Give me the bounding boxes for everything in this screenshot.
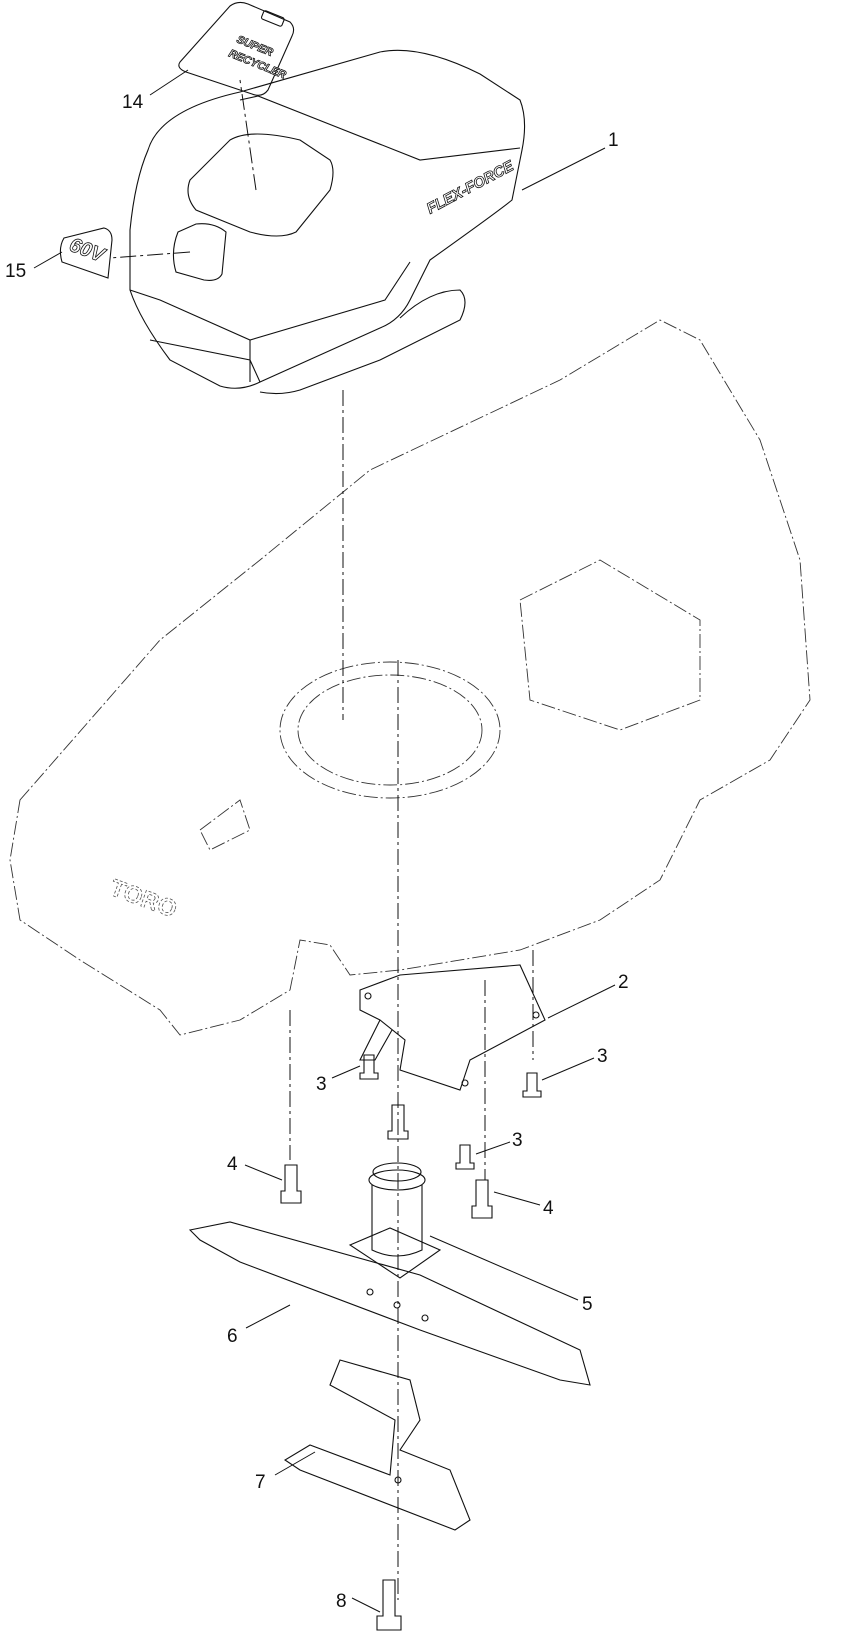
- bolts: [280, 1054, 542, 1219]
- callout-8: 8: [336, 1591, 347, 1612]
- callout-3-center: 3: [512, 1130, 523, 1151]
- callout-15: 15: [5, 261, 26, 282]
- callout-14: 14: [122, 92, 144, 113]
- callout-3-left: 3: [316, 1074, 327, 1095]
- callout-1: 1: [608, 130, 619, 151]
- callout-4-left: 4: [227, 1154, 238, 1175]
- assembly-centerlines: [109, 79, 534, 1600]
- svg-text:FLEX-FORCE: FLEX-FORCE: [424, 157, 517, 217]
- callout-3-right: 3: [597, 1046, 608, 1067]
- mower-deck: TORO: [9, 319, 811, 1036]
- callout-7: 7: [255, 1472, 266, 1493]
- blade-adapter: [348, 1162, 442, 1279]
- callout-4-right: 4: [543, 1198, 554, 1219]
- motor-bracket: [359, 964, 546, 1091]
- callout-6: 6: [227, 1326, 238, 1347]
- svg-text:TORO: TORO: [106, 874, 180, 923]
- callout-2: 2: [618, 972, 629, 993]
- callouts: 14 1 15 2 3 3 3 4 4 5 6 7 8: [5, 69, 629, 1613]
- air-lift: [283, 1359, 471, 1531]
- mower-blade: [188, 1221, 591, 1386]
- decal-60v: 60V: [59, 227, 113, 279]
- motor-housing: FLEX-FORCE: [129, 49, 526, 395]
- callout-5: 5: [582, 1294, 593, 1315]
- blade-bolt: [376, 1579, 402, 1631]
- svg-text:60V: 60V: [66, 234, 109, 267]
